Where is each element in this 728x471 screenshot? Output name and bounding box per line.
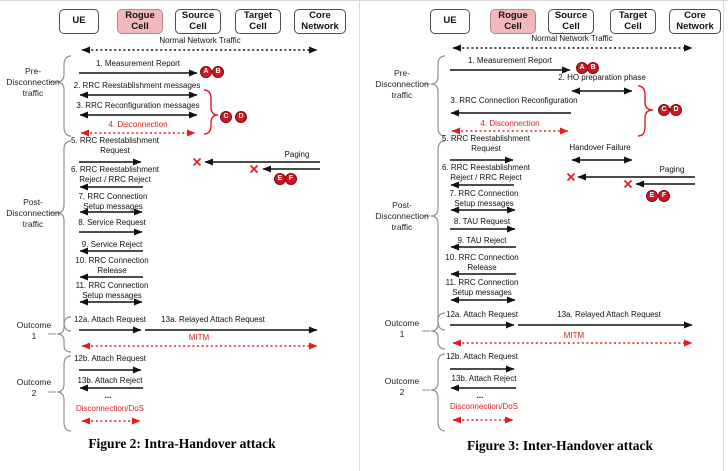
label-mitm: MITM: [563, 331, 585, 340]
label-normal-traffic: Normal Network Traffic: [159, 36, 241, 45]
figure3-caption: Figure 3: Inter-Handover attack: [466, 438, 654, 453]
label-m11: 11. RRC Connection Setup messages: [445, 278, 519, 297]
label-m12a: 12a. Attach Request: [445, 310, 519, 319]
group-label-pre-disconnection: Pre- Disconnection traffic: [375, 68, 429, 100]
figure2-caption: Figure 2: Intra-Handover attack: [88, 436, 276, 451]
label-m3: 3. RRC Reconfiguration messages: [76, 101, 200, 110]
figure2-panel: UE Rogue Cell Source Cell Target Cell Co…: [6, 9, 346, 451]
label-m6: 6. RRC Reestablishment Reject / RRC Reje…: [441, 163, 531, 182]
label-normal-traffic: Normal Network Traffic: [531, 34, 613, 43]
label-m13b: 13b. Attach Reject: [77, 376, 143, 385]
entity-box-core-network: Core Network: [669, 9, 721, 34]
badge-d: D: [235, 111, 247, 123]
label-handover-failure: Handover Failure: [569, 143, 631, 152]
brace-pre-disconnection: [56, 55, 72, 137]
group-label-outcome-1: Outcome 1: [16, 320, 52, 341]
group-label-post-disconnection: Post- Disconnection traffic: [6, 197, 60, 229]
blocked-x-paging-1: [192, 157, 202, 167]
label-m7: 7. RRC Connection Setup messages: [78, 192, 148, 211]
group-label-outcome-2: Outcome 2: [384, 376, 420, 397]
blocked-x-paging-2: [249, 164, 259, 174]
right-rule: [723, 0, 724, 471]
label-disconnection-dos: Disconnection/DoS: [449, 402, 519, 411]
top-rule: [0, 0, 728, 1]
label-m3: 3. RRC Connection Reconfiguration: [450, 96, 578, 105]
badge-f: F: [658, 190, 670, 202]
badge-d: D: [670, 104, 682, 116]
brace-outcome-2: [56, 355, 72, 432]
label-m12b: 12b. Attach Request: [445, 352, 519, 361]
label-m13b: 13b. Attach Reject: [451, 374, 517, 383]
entity-box-ue: UE: [59, 9, 99, 34]
badge-c: C: [658, 104, 670, 116]
label-m4-disconnection: 4. Disconnection: [108, 120, 168, 129]
label-m13a: 13a. Relayed Attach Request: [161, 315, 265, 324]
entity-box-core-network: Core Network: [294, 9, 346, 34]
figure3-panel: UE Rogue Cell Source Cell Target Cell Co…: [364, 0, 728, 471]
brace-outcome-1: [56, 316, 72, 353]
brace-pre-disconnection: [430, 55, 446, 137]
label-m8: 8. Service Request: [78, 218, 146, 227]
label-m4-disconnection: 4. Disconnection: [480, 119, 540, 128]
badge-f: F: [285, 173, 297, 185]
badge-e: E: [646, 190, 658, 202]
entity-box-source-cell: Source Cell: [548, 9, 594, 34]
brace-cd-group: [203, 89, 219, 135]
label-m5: 5. RRC Reestablishment Request: [441, 134, 531, 153]
label-ellipsis: ...: [104, 391, 112, 400]
label-paging: Paging: [659, 165, 685, 174]
column-divider: [359, 0, 360, 471]
label-m2-ho-preparation: 2. HO preparation phase: [558, 73, 646, 82]
label-m1: 1. Measurement Report: [95, 59, 181, 68]
brace-cd-group: [637, 85, 654, 137]
entity-box-rogue-cell: Rogue Cell: [117, 9, 163, 34]
blocked-x-paging-1: [566, 172, 576, 182]
label-ellipsis: ...: [476, 391, 484, 400]
label-m7: 7. RRC Connection Setup messages: [449, 189, 519, 208]
label-m10: 10. RRC Connection Release: [75, 256, 149, 275]
badge-a: A: [200, 66, 212, 78]
group-label-post-disconnection: Post- Disconnection traffic: [375, 200, 429, 232]
label-m1: 1. Measurement Report: [467, 56, 553, 65]
entity-box-target-cell: Target Cell: [610, 9, 656, 34]
entity-box-source-cell: Source Cell: [175, 9, 221, 34]
label-m9: 9. TAU Reject: [457, 236, 507, 245]
label-m11: 11. RRC Connection Setup messages: [75, 281, 149, 300]
blocked-x-paging-2: [623, 179, 633, 189]
badge-c: C: [220, 111, 232, 123]
entity-box-ue: UE: [430, 9, 470, 34]
label-m13a: 13a. Relayed Attach Request: [557, 310, 661, 319]
label-disconnection-dos: Disconnection/DoS: [75, 404, 145, 413]
figure2-diagram-graphics: [48, 46, 320, 432]
label-m2: 2. RRC Reestablishment messages: [73, 81, 201, 90]
entity-box-target-cell: Target Cell: [235, 9, 281, 34]
label-m6: 6. RRC Reestablishment Reject / RRC Reje…: [70, 165, 160, 184]
label-m10: 10. RRC Connection Release: [445, 253, 519, 272]
badge-b: B: [587, 62, 599, 74]
brace-outcome-2: [430, 353, 446, 432]
group-label-outcome-1: Outcome 1: [384, 318, 420, 339]
label-paging: Paging: [284, 150, 310, 159]
label-mitm: MITM: [188, 333, 210, 342]
group-label-pre-disconnection: Pre- Disconnection traffic: [6, 66, 60, 98]
label-m9: 9. Service Reject: [81, 240, 143, 249]
group-label-outcome-2: Outcome 2: [16, 377, 52, 398]
label-m12a: 12a. Attach Request: [73, 315, 147, 324]
badge-b: B: [212, 66, 224, 78]
entity-box-rogue-cell: Rogue Cell: [490, 9, 536, 34]
label-m12b: 12b. Attach Request: [73, 354, 147, 363]
figure3-diagram-graphics: [422, 44, 695, 432]
brace-outcome-1: [430, 312, 446, 350]
label-m8: 8. TAU Request: [453, 217, 511, 226]
label-m5: 5. RRC Reestablishment Request: [70, 136, 160, 155]
